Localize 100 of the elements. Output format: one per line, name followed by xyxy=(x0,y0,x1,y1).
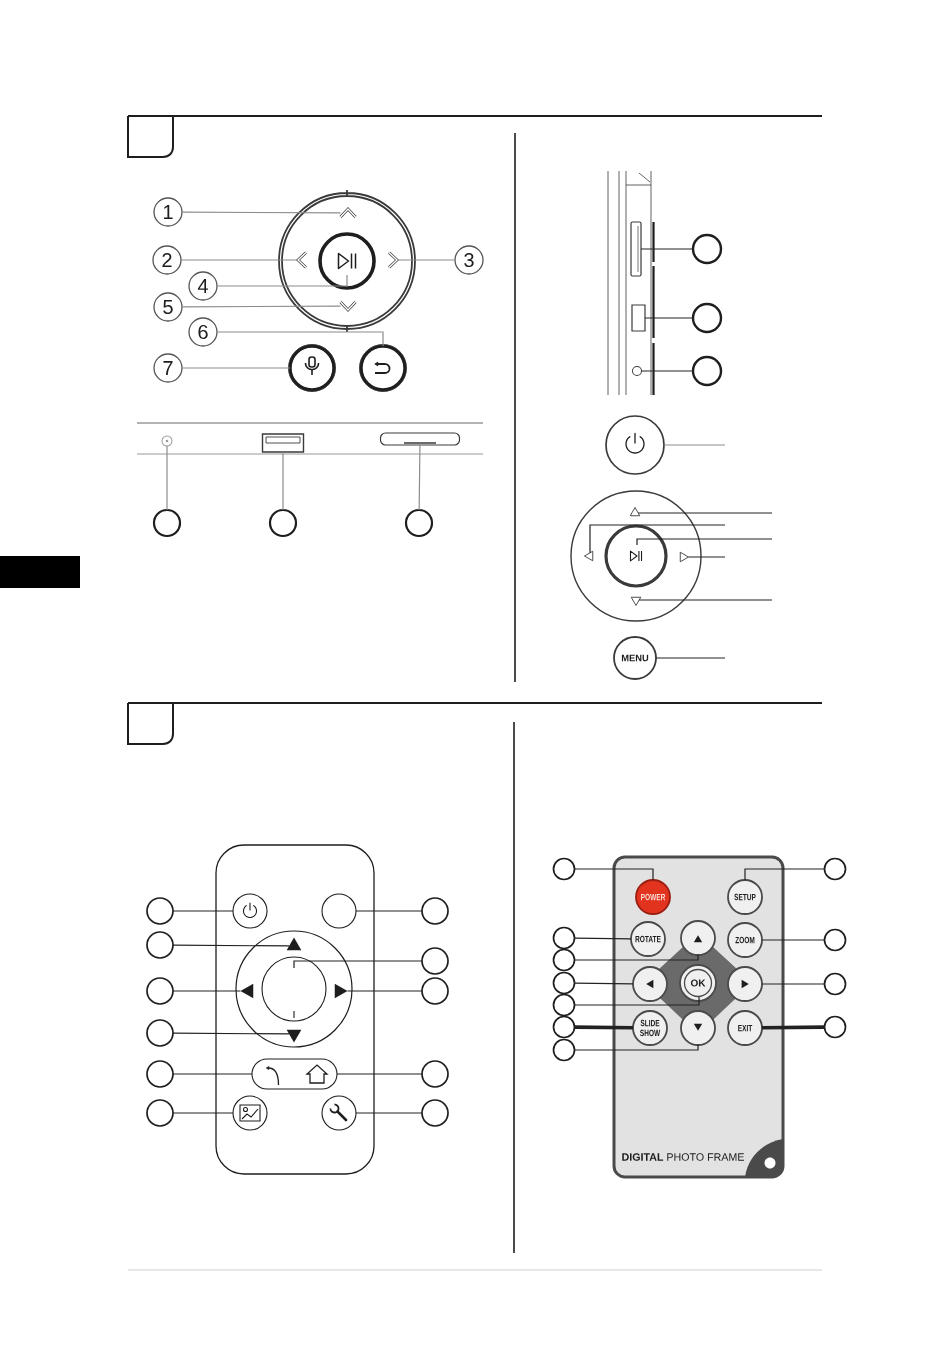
callout-circle xyxy=(823,857,847,881)
callout-circle xyxy=(404,508,434,538)
leader-line xyxy=(573,982,634,985)
callout-circle xyxy=(691,302,723,334)
callout-number: 7 xyxy=(153,353,183,383)
triangle-icon xyxy=(286,937,302,951)
callout-circle xyxy=(552,1038,576,1062)
callout-circle xyxy=(691,233,723,265)
leader-line xyxy=(166,445,168,511)
leader-line xyxy=(637,512,773,514)
leader-line xyxy=(640,248,694,250)
callout-circle xyxy=(823,928,847,952)
ok-button: OK xyxy=(679,964,717,1002)
callout-circle xyxy=(146,1060,174,1088)
leader-line xyxy=(355,910,423,912)
setup-button: SETUP xyxy=(727,879,763,915)
headphone-jack xyxy=(632,366,642,376)
leader-line xyxy=(573,954,699,961)
leader-line xyxy=(663,444,726,446)
leader-line xyxy=(293,960,423,969)
slideshow-button: SLIDE SHOW xyxy=(632,1010,668,1046)
callout-circle xyxy=(146,1099,174,1127)
callout-number: 4 xyxy=(188,271,218,301)
callout-number: 1 xyxy=(153,197,183,227)
leader-line xyxy=(573,937,632,940)
triangle-icon xyxy=(630,596,642,606)
menu-button: MENU xyxy=(613,636,657,680)
leader-line xyxy=(216,274,348,287)
callout-circle xyxy=(421,947,449,975)
callout-circle xyxy=(146,977,174,1005)
callout-circle xyxy=(146,931,174,959)
power-button: POWER xyxy=(635,879,671,915)
triangle-icon xyxy=(584,550,594,562)
leader-line xyxy=(638,599,773,601)
leader-line xyxy=(180,259,299,261)
leader-line xyxy=(172,944,290,947)
leader-line xyxy=(655,657,726,659)
callout-circle xyxy=(421,977,449,1005)
chevron-icon xyxy=(339,301,357,313)
card-slot xyxy=(379,432,461,446)
chevron-icon xyxy=(388,251,400,269)
leader-line xyxy=(761,983,826,985)
leader-line xyxy=(216,331,384,347)
leader-line xyxy=(355,1112,423,1114)
triangle-icon xyxy=(286,1029,302,1043)
callout-number: 3 xyxy=(454,245,484,275)
callout-circle xyxy=(146,897,174,925)
leader-line xyxy=(573,996,700,1006)
leader-line xyxy=(687,556,726,558)
callout-circle xyxy=(552,857,576,881)
chevron-icon xyxy=(295,251,307,269)
triangle-icon xyxy=(334,983,348,999)
exit-button: EXIT xyxy=(727,1010,763,1046)
callout-circle xyxy=(823,1015,847,1039)
leader-line xyxy=(172,990,242,992)
leader-line xyxy=(282,451,284,511)
leader-line xyxy=(761,939,826,941)
leader-line xyxy=(636,538,773,546)
leader-line xyxy=(640,370,694,372)
callout-circle xyxy=(552,993,576,1017)
usb-port xyxy=(261,433,305,453)
callout-circle xyxy=(421,1060,449,1088)
leader-line xyxy=(181,367,291,369)
leader-line xyxy=(181,305,342,308)
leader-line xyxy=(172,1112,234,1114)
leader-line xyxy=(573,868,654,881)
callout-circle xyxy=(268,508,298,538)
callout-number: 5 xyxy=(153,292,183,322)
chevron-icon xyxy=(339,206,357,218)
rotate-button: ROTATE xyxy=(630,921,666,957)
callout-circle xyxy=(421,1099,449,1127)
leader-line xyxy=(589,524,726,554)
triangle-icon xyxy=(629,507,641,517)
callout-circle xyxy=(146,1019,174,1047)
callout-circle xyxy=(552,971,576,995)
callout-circle xyxy=(421,897,449,925)
callout-circle xyxy=(552,1015,576,1039)
callout-circle xyxy=(691,355,723,387)
leader-line xyxy=(574,1025,634,1030)
leader-line xyxy=(644,317,694,319)
leader-line xyxy=(336,1073,423,1075)
leader-line xyxy=(762,1025,825,1030)
leader-line xyxy=(181,211,342,214)
callout-number: 6 xyxy=(188,317,218,347)
leader-line xyxy=(418,444,421,511)
card-slot xyxy=(630,221,642,277)
callout-circle xyxy=(152,508,182,538)
callout-number: 2 xyxy=(152,245,182,275)
callout-circle xyxy=(823,972,847,996)
leader-line xyxy=(346,990,423,992)
leader-line xyxy=(396,259,456,261)
callout-circle xyxy=(552,948,576,972)
triangle-icon xyxy=(240,983,254,999)
round-button xyxy=(321,893,357,929)
leader-line xyxy=(172,1073,253,1075)
leader-line xyxy=(573,1044,699,1051)
callout-circle xyxy=(552,926,576,950)
usb-port xyxy=(631,304,646,332)
leader-line xyxy=(172,910,234,912)
headphone-jack xyxy=(161,435,173,447)
